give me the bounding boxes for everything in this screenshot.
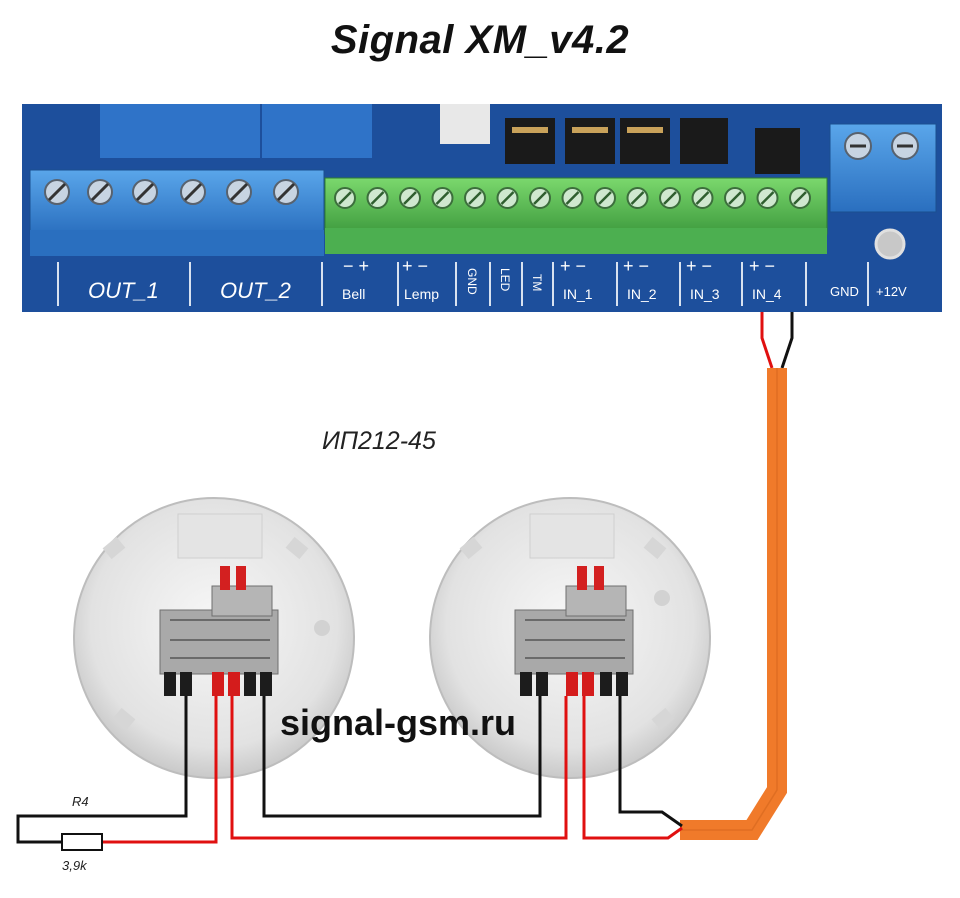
- terminal-screw-slot: [533, 191, 547, 205]
- terminal-screw-slot: [435, 191, 450, 205]
- label-gnd-2: GND: [830, 284, 859, 299]
- label-in-3: IN_3: [690, 286, 720, 302]
- relay-1: [100, 104, 260, 158]
- wire-red-link: [230, 696, 568, 840]
- resistor-r4: [61, 833, 103, 851]
- label-in1-polarity: + −: [560, 256, 586, 276]
- terminal-screw-slot: [565, 191, 580, 205]
- terminal-screw-slot: [630, 191, 645, 205]
- terminal-block-power: [829, 123, 937, 260]
- smd-components: [505, 118, 800, 174]
- label-in-1: IN_1: [563, 286, 593, 302]
- terminal-screw-slot: [403, 191, 417, 205]
- label-led: LED: [498, 268, 512, 292]
- detector-model-label: ИП212-45: [322, 427, 436, 455]
- terminal-screw-slot: [793, 191, 807, 205]
- label-lemp: Lemp: [404, 286, 439, 302]
- label-in-2: IN_2: [627, 286, 657, 302]
- wiring: [16, 696, 683, 844]
- wire-black-end: [16, 696, 188, 844]
- terminal-screw-slot: [338, 191, 352, 205]
- label-tm: TM: [530, 274, 544, 291]
- terminal-screw-slot: [370, 191, 385, 205]
- wire-red-resistor: [102, 696, 218, 844]
- smoke-detector-1: [73, 497, 355, 779]
- terminal-screw-slot: [500, 191, 515, 205]
- smoke-detector-2: [429, 497, 711, 779]
- terminal-screw-slot: [663, 191, 677, 205]
- label-bell-polarity: − +: [343, 256, 369, 276]
- label-bell: Bell: [342, 286, 365, 302]
- label-out-2: OUT_2: [220, 278, 291, 303]
- terminal-screw-slot: [598, 191, 612, 205]
- label-gnd-1: GND: [465, 268, 479, 295]
- label-in3-polarity: + −: [686, 256, 712, 276]
- label-in4-polarity: + −: [749, 256, 775, 276]
- watermark-text: signal-gsm.ru: [280, 702, 517, 743]
- in4-wires: [760, 312, 794, 369]
- terminal-screw-slot: [728, 191, 742, 205]
- resistor-name: R4: [72, 794, 89, 809]
- wire-black-cable: [618, 696, 683, 828]
- terminal-block-out: [29, 169, 325, 256]
- label-lemp-polarity: + −: [402, 256, 428, 276]
- terminal-screw-slot: [760, 191, 775, 205]
- diagram-title: Signal XM_v4.2: [330, 18, 630, 62]
- label-in-4: IN_4: [752, 286, 782, 302]
- terminal-screw-slot: [468, 191, 482, 205]
- label-in2-polarity: + −: [623, 256, 649, 276]
- connector-white: [440, 104, 490, 144]
- resistor-value: 3,9k: [62, 858, 87, 873]
- relay-2: [262, 104, 372, 158]
- wire-red-cable: [582, 696, 683, 840]
- wire-black-link: [262, 696, 542, 818]
- controller-board: OUT_1 OUT_2 − + Bell + − Lemp GND LED TM…: [22, 104, 942, 312]
- orange-cable: [680, 368, 787, 840]
- terminal-screw-slot: [695, 191, 710, 205]
- label-out-1: OUT_1: [88, 278, 159, 303]
- terminal-block-green: [324, 177, 828, 254]
- label-12v: +12V: [876, 284, 907, 299]
